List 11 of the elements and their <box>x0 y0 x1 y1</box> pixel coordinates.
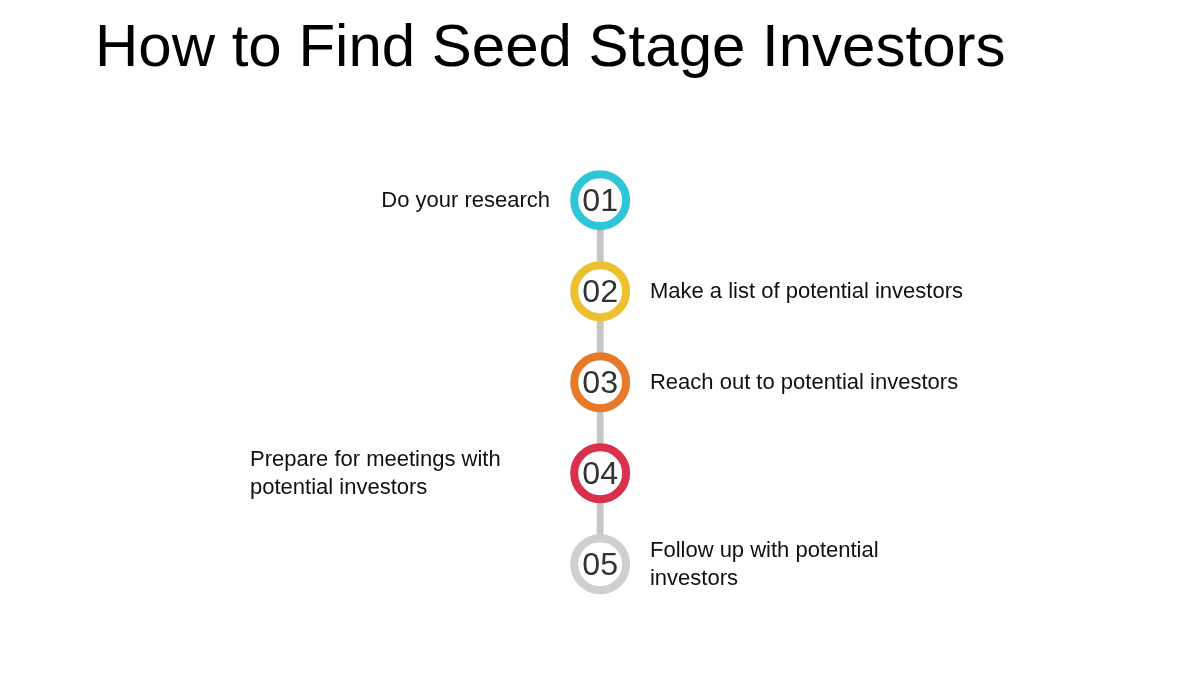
step-circle: 05 <box>570 534 630 595</box>
step-circle: 01 <box>570 170 630 231</box>
step-circle: 04 <box>570 443 630 504</box>
step-circle: 03 <box>570 352 630 413</box>
diagram-title: How to Find Seed Stage Investors <box>95 11 1006 81</box>
step-circle: 02 <box>570 261 630 322</box>
step-label: Follow up with potential investors <box>649 535 880 593</box>
step-label: Reach out to potential investors <box>649 367 959 396</box>
step-label: Do your research <box>381 185 550 214</box>
step-label: Make a list of potential investors <box>649 276 963 305</box>
step-label: Prepare for meetings with potential investors <box>250 444 502 502</box>
